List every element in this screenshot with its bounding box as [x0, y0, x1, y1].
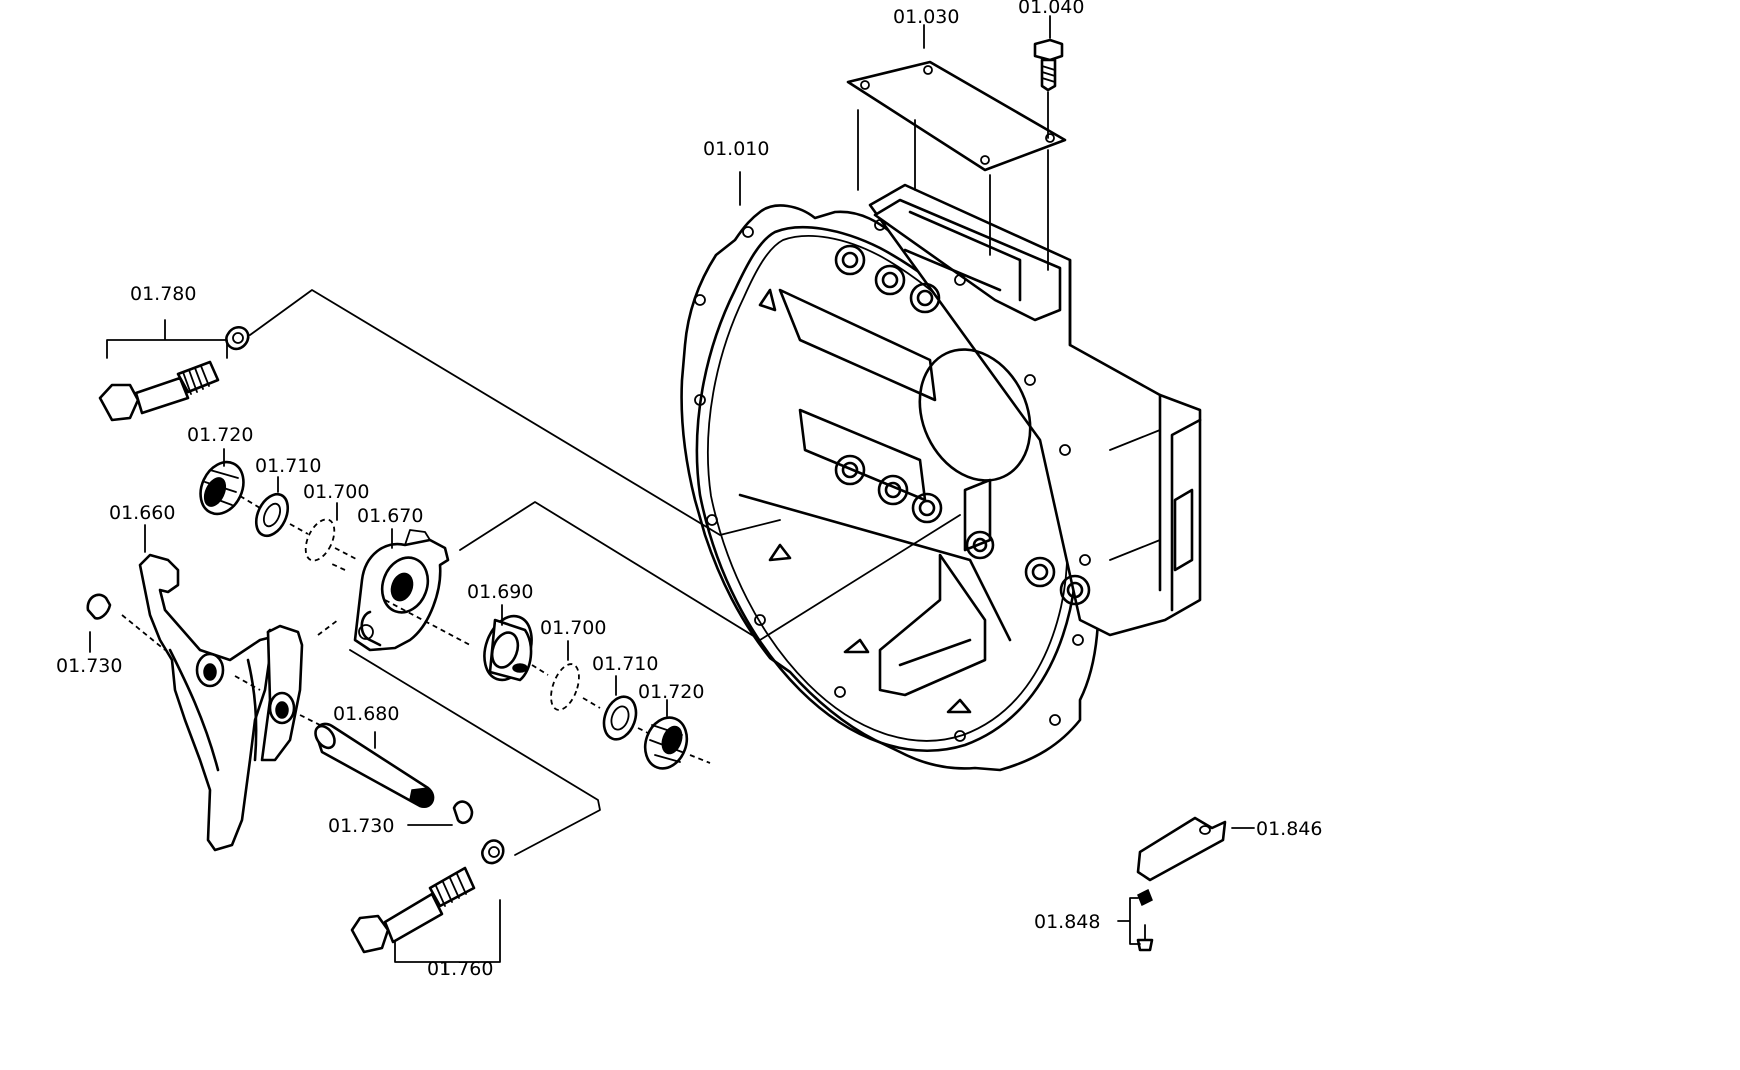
- cover-bolt[interactable]: [1033, 38, 1064, 139]
- label-01690: 01.690: [467, 581, 533, 603]
- seal-ring-upper[interactable]: [192, 455, 251, 521]
- circlip-shaft[interactable]: [452, 800, 474, 825]
- leader-lines: [89, 15, 1255, 973]
- release-fork[interactable]: [121, 553, 339, 852]
- label-01730-left: 01.730: [56, 655, 122, 677]
- axis-line-lower: [531, 664, 711, 764]
- label-01780: 01.780: [130, 283, 196, 305]
- circlip-left[interactable]: [86, 593, 112, 620]
- bolt-lower[interactable]: [350, 839, 505, 954]
- label-01848: 01.848: [1034, 911, 1100, 933]
- label-01680: 01.680: [333, 703, 399, 725]
- label-01720-lower: 01.720: [638, 681, 704, 703]
- label-01760: 01.760: [427, 958, 493, 980]
- bearing[interactable]: [476, 609, 540, 686]
- label-01670: 01.670: [357, 505, 423, 527]
- clutch-housing[interactable]: [680, 183, 1202, 772]
- label-01700-upper: 01.700: [303, 481, 369, 503]
- label-01010: 01.010: [703, 138, 769, 160]
- label-01660: 01.660: [109, 502, 175, 524]
- label-01710-upper: 01.710: [255, 455, 321, 477]
- snap-ring-lower[interactable]: [546, 660, 585, 713]
- label-01030: 01.030: [893, 6, 959, 28]
- seal-ring-lower[interactable]: [638, 712, 693, 775]
- washer-lower[interactable]: [598, 692, 641, 744]
- label-01730-lower: 01.730: [328, 815, 394, 837]
- bolt-upper[interactable]: [98, 289, 781, 536]
- rivet-set[interactable]: [1136, 888, 1154, 952]
- washer-upper[interactable]: [250, 489, 294, 541]
- label-01040: 01.040: [1018, 0, 1084, 18]
- label-01846: 01.846: [1256, 818, 1322, 840]
- fork-shaft[interactable]: [312, 722, 435, 808]
- label-01710-lower: 01.710: [592, 653, 658, 675]
- bearing-bracket[interactable]: [331, 501, 961, 856]
- cover-tab[interactable]: [1136, 816, 1227, 882]
- label-01700-lower: 01.700: [540, 617, 606, 639]
- axis-line: [239, 495, 359, 561]
- cover-plate[interactable]: [846, 60, 1067, 271]
- snap-ring-upper[interactable]: [300, 515, 340, 565]
- label-01720-upper: 01.720: [187, 424, 253, 446]
